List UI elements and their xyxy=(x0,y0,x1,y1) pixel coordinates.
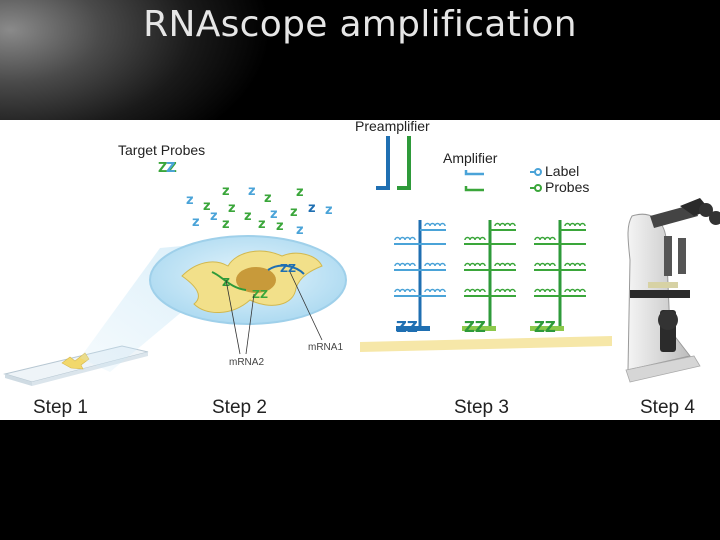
svg-text:z: z xyxy=(325,203,333,218)
target-probes-label: Target Probes xyxy=(118,142,206,158)
svg-text:z: z xyxy=(276,219,284,234)
mrna1-label: mRNA1 xyxy=(308,342,344,353)
svg-text:z: z xyxy=(296,185,304,200)
rnascope-diagram-panel: Z ZZ ZZ ZZ Z z z z z z z z z z z xyxy=(0,120,720,420)
svg-text:z: z xyxy=(244,209,252,224)
svg-text:ZZ: ZZ xyxy=(252,288,268,301)
svg-text:z: z xyxy=(270,207,278,222)
scattered-probes: ZZ Z z z z z z z z z z z z z z z z z z z xyxy=(158,161,333,238)
tissue-surface xyxy=(360,336,612,352)
svg-text:z: z xyxy=(203,199,211,214)
mrna2-label: mRNA2 xyxy=(229,357,265,368)
svg-text:ZZ: ZZ xyxy=(280,262,296,275)
step-2-label: Step 2 xyxy=(212,397,267,418)
step2-dish: Z ZZ ZZ xyxy=(149,235,347,355)
label-legend-text: Label xyxy=(545,163,580,179)
svg-text:z: z xyxy=(308,201,316,216)
nucleus xyxy=(236,267,276,293)
probes-legend-text: Probes xyxy=(545,179,590,195)
svg-text:z: z xyxy=(192,215,200,230)
svg-text:z: z xyxy=(264,191,272,206)
step-3-label: Step 3 xyxy=(454,397,509,418)
amplifier-label: Amplifier xyxy=(443,150,498,166)
label-probes-legend xyxy=(530,168,542,192)
svg-text:z: z xyxy=(186,193,194,208)
svg-text:ZZ: ZZ xyxy=(464,318,486,336)
step-1-label: Step 1 xyxy=(33,397,88,418)
svg-text:z: z xyxy=(258,217,266,232)
svg-text:ZZ: ZZ xyxy=(158,161,177,176)
svg-text:Z: Z xyxy=(166,161,175,176)
slide-title: RNAscope amplification xyxy=(143,4,577,45)
svg-text:Z: Z xyxy=(222,276,230,289)
svg-text:z: z xyxy=(296,223,304,238)
svg-text:z: z xyxy=(210,209,218,224)
svg-text:z: z xyxy=(290,205,298,220)
svg-text:ZZ: ZZ xyxy=(396,318,418,336)
svg-text:z: z xyxy=(222,184,230,199)
step-4-label: Step 4 xyxy=(640,397,695,418)
amplification-tree-2: ZZ xyxy=(462,220,516,336)
svg-text:ZZ: ZZ xyxy=(534,318,556,336)
preamplifier-label: Preamplifier xyxy=(355,120,430,134)
amplifier-legend xyxy=(464,170,484,192)
preamplifier-legend xyxy=(376,136,411,190)
amplification-tree-3: ZZ xyxy=(530,220,586,336)
microscope-icon xyxy=(625,198,720,383)
amplification-tree-1: ZZ xyxy=(394,220,446,336)
svg-text:z: z xyxy=(248,184,256,199)
svg-text:z: z xyxy=(228,201,236,216)
svg-text:z: z xyxy=(222,217,230,232)
diagram-graphics: Z ZZ ZZ ZZ Z z z z z z z z z z z xyxy=(3,136,720,386)
